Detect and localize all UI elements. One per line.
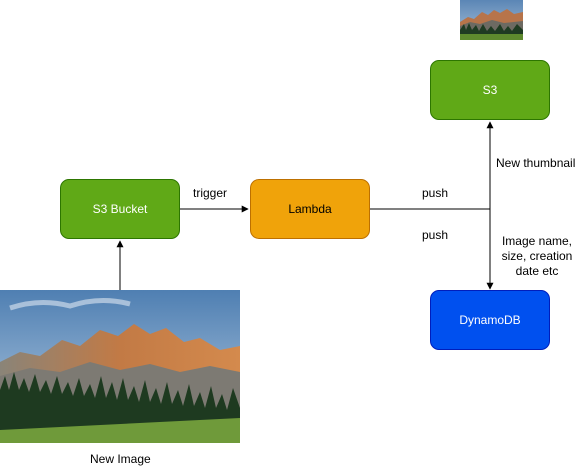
new-image-caption: New Image	[90, 452, 151, 466]
image-metadata-label: Image name, size, creation date etc	[496, 234, 578, 279]
s3-bucket-node: S3 Bucket	[60, 179, 180, 239]
trigger-label: trigger	[193, 186, 228, 200]
s3-bucket-label: S3 Bucket	[92, 202, 148, 216]
lambda-label: Lambda	[288, 202, 332, 216]
image-metadata-line-3: date etc	[515, 264, 559, 278]
mountain-landscape-thumbnail-icon	[460, 0, 523, 40]
thumbnail-image	[460, 0, 523, 40]
new-image-photo	[0, 290, 240, 443]
new-thumbnail-label: New thumbnail	[496, 156, 576, 170]
dynamodb-label: DynamoDB	[459, 313, 521, 327]
image-metadata-line-2: size, creation	[501, 249, 573, 263]
push-label-bottom: push	[422, 228, 449, 242]
dynamodb-node: DynamoDB	[430, 290, 550, 350]
push-label-top: push	[422, 186, 449, 200]
s3-node: S3	[430, 60, 550, 120]
lambda-node: Lambda	[250, 179, 370, 239]
image-metadata-line-1: Image name,	[501, 234, 573, 248]
mountain-landscape-photo-icon	[0, 290, 240, 443]
s3-label: S3	[482, 83, 498, 97]
